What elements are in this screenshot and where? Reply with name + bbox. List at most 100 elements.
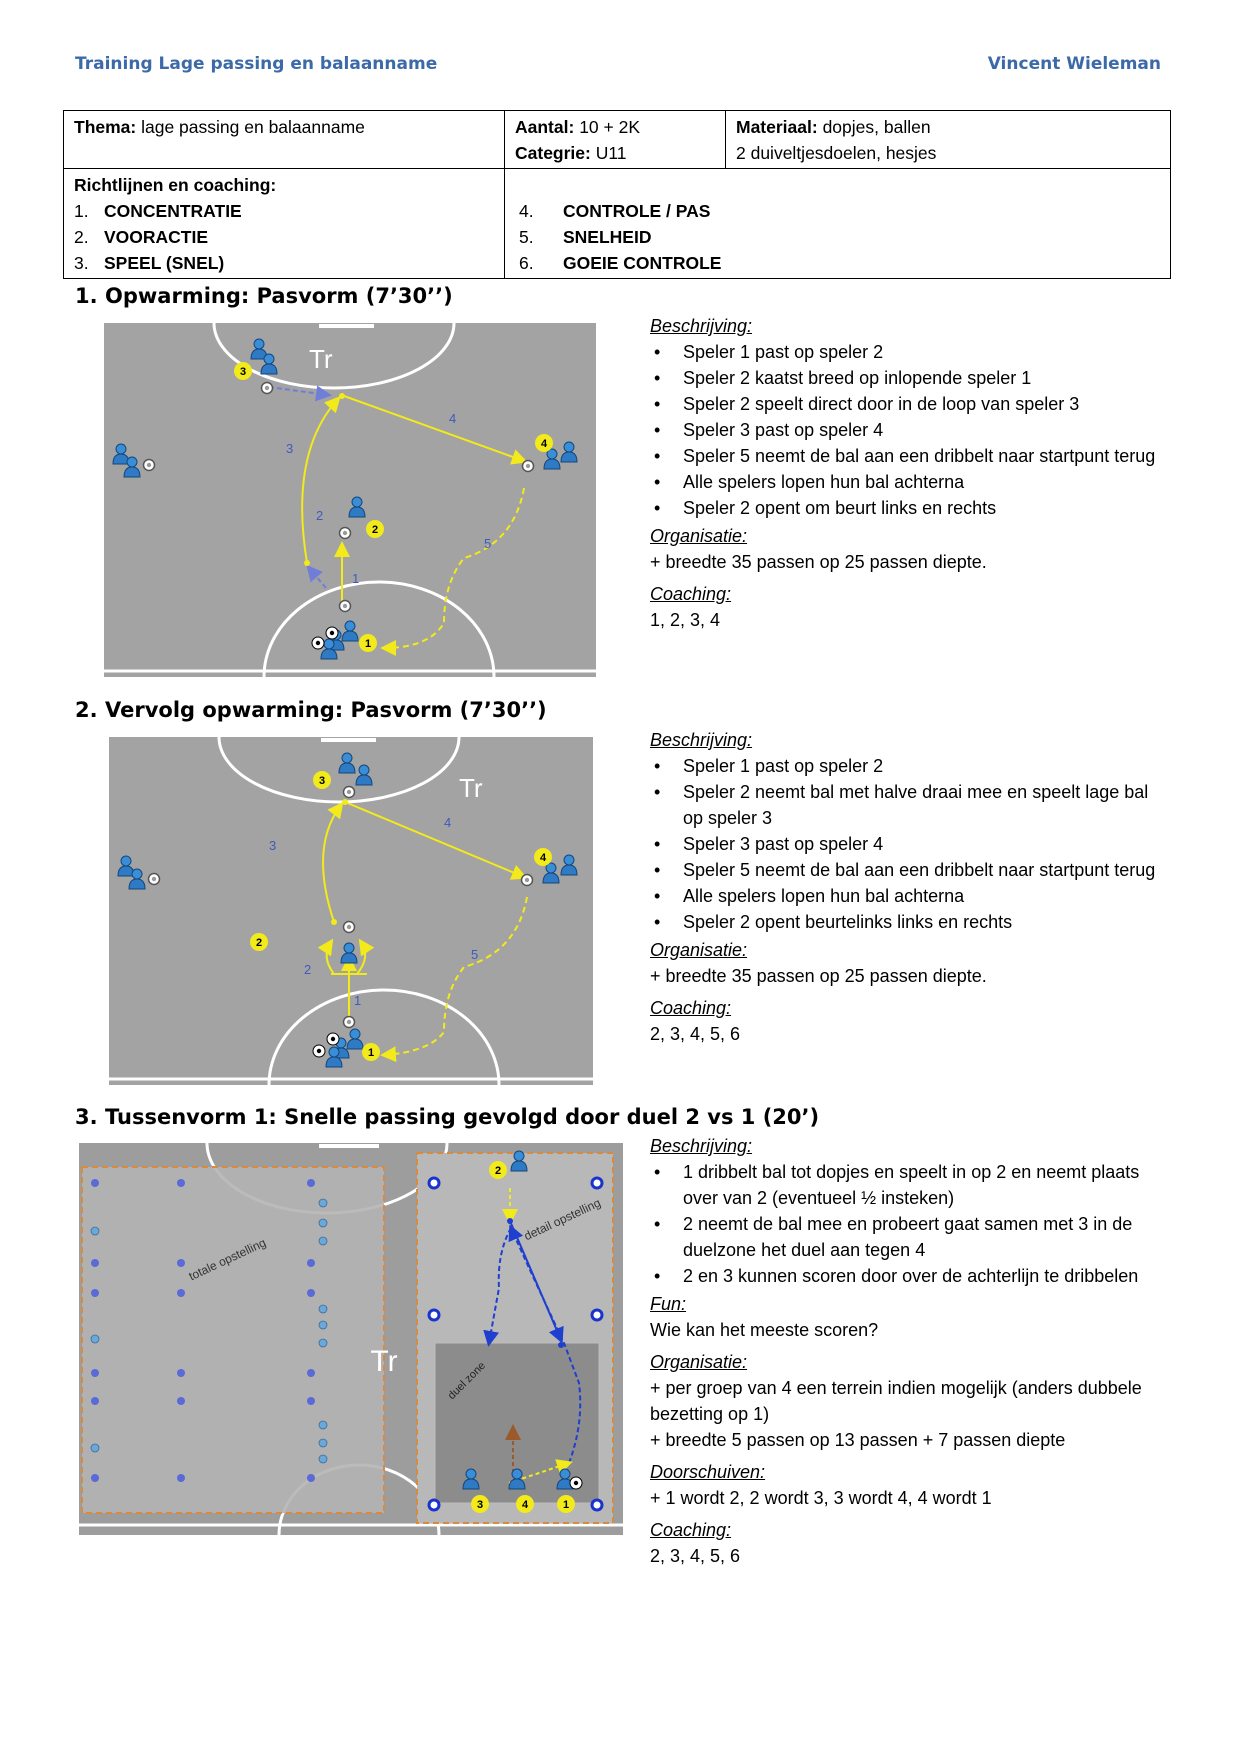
coaching-label: Coaching: — [650, 1520, 732, 1540]
section-2-title: 2.Vervolg opwarming: Pasvorm (7’30’’) — [75, 698, 547, 722]
document-header-author: Vincent Wieleman — [987, 54, 1161, 74]
aantal-label: Aantal: — [515, 117, 575, 137]
thema-value: lage passing en balaanname — [141, 117, 365, 137]
coaching-text: 1, 2, 3, 4 — [650, 610, 721, 630]
section-2-description: Beschrijving: Speler 1 past op speler 2 … — [650, 727, 1170, 1053]
richtlijn-number: 4. — [519, 201, 534, 221]
organisatie-text: + breedte 35 passen op 25 passen diepte. — [650, 552, 987, 572]
bullet-item: 1 dribbelt bal tot dopjes en speelt in o… — [650, 1159, 1170, 1211]
bullet-list: Speler 1 past op speler 2 Speler 2 kaats… — [650, 339, 1170, 521]
richtlijn-text: CONTROLE / PAS — [563, 201, 711, 221]
pass-label: 1 — [354, 993, 361, 1008]
player-number: 2 — [372, 524, 378, 536]
richtlijn-text: GOEIE CONTROLE — [563, 253, 722, 273]
document-header-title: Training Lage passing en balaanname — [75, 54, 438, 74]
richtlijn-text: SNELHEID — [563, 227, 652, 247]
richtlijn-number: 6. — [519, 253, 534, 273]
player-number: 1 — [365, 638, 371, 650]
diagram-tussenvorm: Tr totale opstelling detail opstelling d… — [79, 1143, 623, 1535]
bullet-item: Alle spelers lopen hun bal achterna — [650, 883, 1170, 909]
fun-label: Fun: — [650, 1294, 687, 1314]
trainer-label: Tr — [370, 1345, 397, 1378]
player-number: 2 — [256, 937, 262, 949]
coaching-text: 2, 3, 4, 5, 6 — [650, 1546, 741, 1566]
bullet-item: Speler 2 kaatst breed op inlopende spele… — [650, 365, 1170, 391]
richtlijnen-right: 4. CONTROLE / PAS 5. SNELHEID 6. GOEIE CONT… — [504, 168, 1171, 279]
player-number: 1 — [563, 1499, 569, 1511]
materiaal-value-2: 2 duiveltjesdoelen, hesjes — [736, 143, 937, 163]
richtlijn-number: 2. — [74, 227, 89, 247]
coaching-label: Coaching: — [650, 584, 732, 604]
section-1-title: 1.Opwarming: Pasvorm (7’30’’) — [75, 284, 453, 308]
organisatie-label: Organisatie: — [650, 940, 748, 960]
trainer-label: Tr — [309, 344, 333, 374]
coaching-text: 2, 3, 4, 5, 6 — [650, 1024, 741, 1044]
pass-label: 4 — [444, 815, 451, 830]
richtlijn-text: VOORACTIE — [104, 227, 209, 247]
pass-label: 3 — [269, 838, 276, 853]
pass-label: 2 — [316, 508, 323, 523]
richtlijn-number: 5. — [519, 227, 534, 247]
categorie-label: Categrie: — [515, 143, 591, 163]
section-3-title: 3.Tussenvorm 1: Snelle passing gevolgd d… — [75, 1105, 820, 1129]
beschrijving-label: Beschrijving: — [650, 730, 753, 750]
player-number: 4 — [541, 438, 548, 450]
richtlijn-text: CONCENTRATIE — [104, 201, 242, 221]
bullet-item: Speler 2 neemt bal met halve draai mee e… — [650, 779, 1170, 831]
thema-cell: Thema: lage passing en balaanname — [63, 110, 505, 169]
bullet-item: Speler 2 opent beurtelinks links en rech… — [650, 909, 1170, 935]
diagram-vervolg-opwarming: Tr 3 4 2 1 5 3 2 4 1 — [109, 737, 593, 1085]
bullet-item: Speler 5 neemt de bal aan een dribbelt n… — [650, 857, 1170, 883]
pass-label: 1 — [352, 571, 359, 586]
pass-label: 4 — [449, 411, 456, 426]
bullet-item: Speler 2 speelt direct door in de loop v… — [650, 391, 1170, 417]
organisatie-text: + breedte 35 passen op 25 passen diepte. — [650, 966, 987, 986]
player-number: 4 — [522, 1499, 529, 1511]
section-3-description: Beschrijving: 1 dribbelt bal tot dopjes … — [650, 1133, 1170, 1575]
bullet-item: Speler 3 past op speler 4 — [650, 417, 1170, 443]
materiaal-value: dopjes, ballen — [822, 117, 931, 137]
bullet-item: Speler 1 past op speler 2 — [650, 339, 1170, 365]
richtlijn-text: SPEEL (SNEL) — [104, 253, 225, 273]
materiaal-label: Materiaal: — [736, 117, 818, 137]
richtlijnen-label: Richtlijnen en coaching: — [74, 175, 277, 195]
doorschuiven-text: + 1 wordt 2, 2 wordt 3, 3 wordt 4, 4 wor… — [650, 1488, 992, 1508]
fun-text: Wie kan het meeste scoren? — [650, 1320, 879, 1340]
doorschuiven-label: Doorschuiven: — [650, 1462, 766, 1482]
aantal-value: 10 + 2K — [579, 117, 641, 137]
player-number: 3 — [477, 1499, 483, 1511]
thema-label: Thema: — [74, 117, 137, 137]
beschrijving-label: Beschrijving: — [650, 316, 753, 336]
bullet-item: Speler 2 opent om beurt links en rechts — [650, 495, 1170, 521]
player-number: 3 — [240, 366, 246, 378]
organisatie-label: Organisatie: — [650, 526, 748, 546]
bullet-item: 2 en 3 kunnen scoren door over de achter… — [650, 1263, 1170, 1289]
diagram-opwarming: Tr 3 4 2 1 5 3 2 4 1 — [104, 323, 596, 677]
bullet-item: Alle spelers lopen hun bal achterna — [650, 469, 1170, 495]
coaching-label: Coaching: — [650, 998, 732, 1018]
richtlijnen-left: Richtlijnen en coaching: 1.CONCENTRATIE … — [63, 168, 505, 279]
bullet-item: Speler 3 past op speler 4 — [650, 831, 1170, 857]
player-number: 2 — [495, 1165, 501, 1177]
bullet-list: 1 dribbelt bal tot dopjes en speelt in o… — [650, 1159, 1170, 1289]
organisatie-label: Organisatie: — [650, 1352, 748, 1372]
bullet-item: Speler 1 past op speler 2 — [650, 753, 1170, 779]
trainer-label: Tr — [459, 773, 483, 803]
bullet-item: Speler 5 neemt de bal aan een dribbelt n… — [650, 443, 1170, 469]
organisatie-text: + breedte 5 passen op 13 passen + 7 pass… — [650, 1430, 1066, 1450]
pass-label: 3 — [286, 441, 293, 456]
beschrijving-label: Beschrijving: — [650, 1136, 753, 1156]
materiaal-cell: Materiaal: dopjes, ballen 2 duiveltjesdo… — [725, 110, 1171, 169]
pass-label: 2 — [304, 962, 311, 977]
organisatie-text: + per groep van 4 een terrein indien mog… — [650, 1378, 1142, 1424]
player-number: 1 — [368, 1047, 374, 1059]
richtlijn-number: 1. — [74, 201, 89, 221]
richtlijn-number: 3. — [74, 253, 89, 273]
pass-label: 5 — [471, 947, 478, 962]
aantal-cell: Aantal: 10 + 2K Categrie: U11 — [504, 110, 726, 169]
bullet-list: Speler 1 past op speler 2 Speler 2 neemt… — [650, 753, 1170, 935]
categorie-value: U11 — [595, 143, 627, 163]
player-number: 3 — [319, 775, 325, 787]
bullet-item: 2 neemt de bal mee en probeert gaat same… — [650, 1211, 1170, 1263]
info-table: Thema: lage passing en balaanname Aantal… — [63, 110, 1171, 279]
